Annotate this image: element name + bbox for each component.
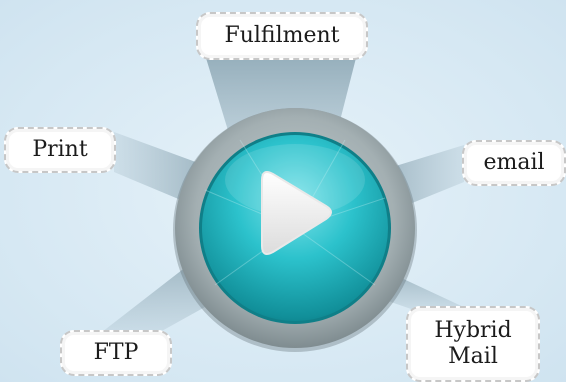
play-disc — [173, 108, 417, 352]
play-icon — [261, 171, 332, 255]
node-ftp[interactable]: FTP — [60, 330, 172, 376]
node-email[interactable]: email — [462, 140, 566, 186]
node-hybrid-mail[interactable]: Hybrid Mail — [406, 306, 540, 382]
node-fulfilment-label: Fulfilment — [224, 23, 340, 48]
node-print[interactable]: Print — [4, 127, 116, 173]
node-fulfilment[interactable]: Fulfilment — [196, 12, 368, 60]
play-button[interactable] — [175, 110, 415, 350]
node-hybrid-mail-label: Hybrid Mail — [434, 318, 512, 369]
node-email-label: email — [483, 150, 545, 175]
node-ftp-label: FTP — [93, 340, 139, 365]
node-print-label: Print — [32, 137, 88, 162]
